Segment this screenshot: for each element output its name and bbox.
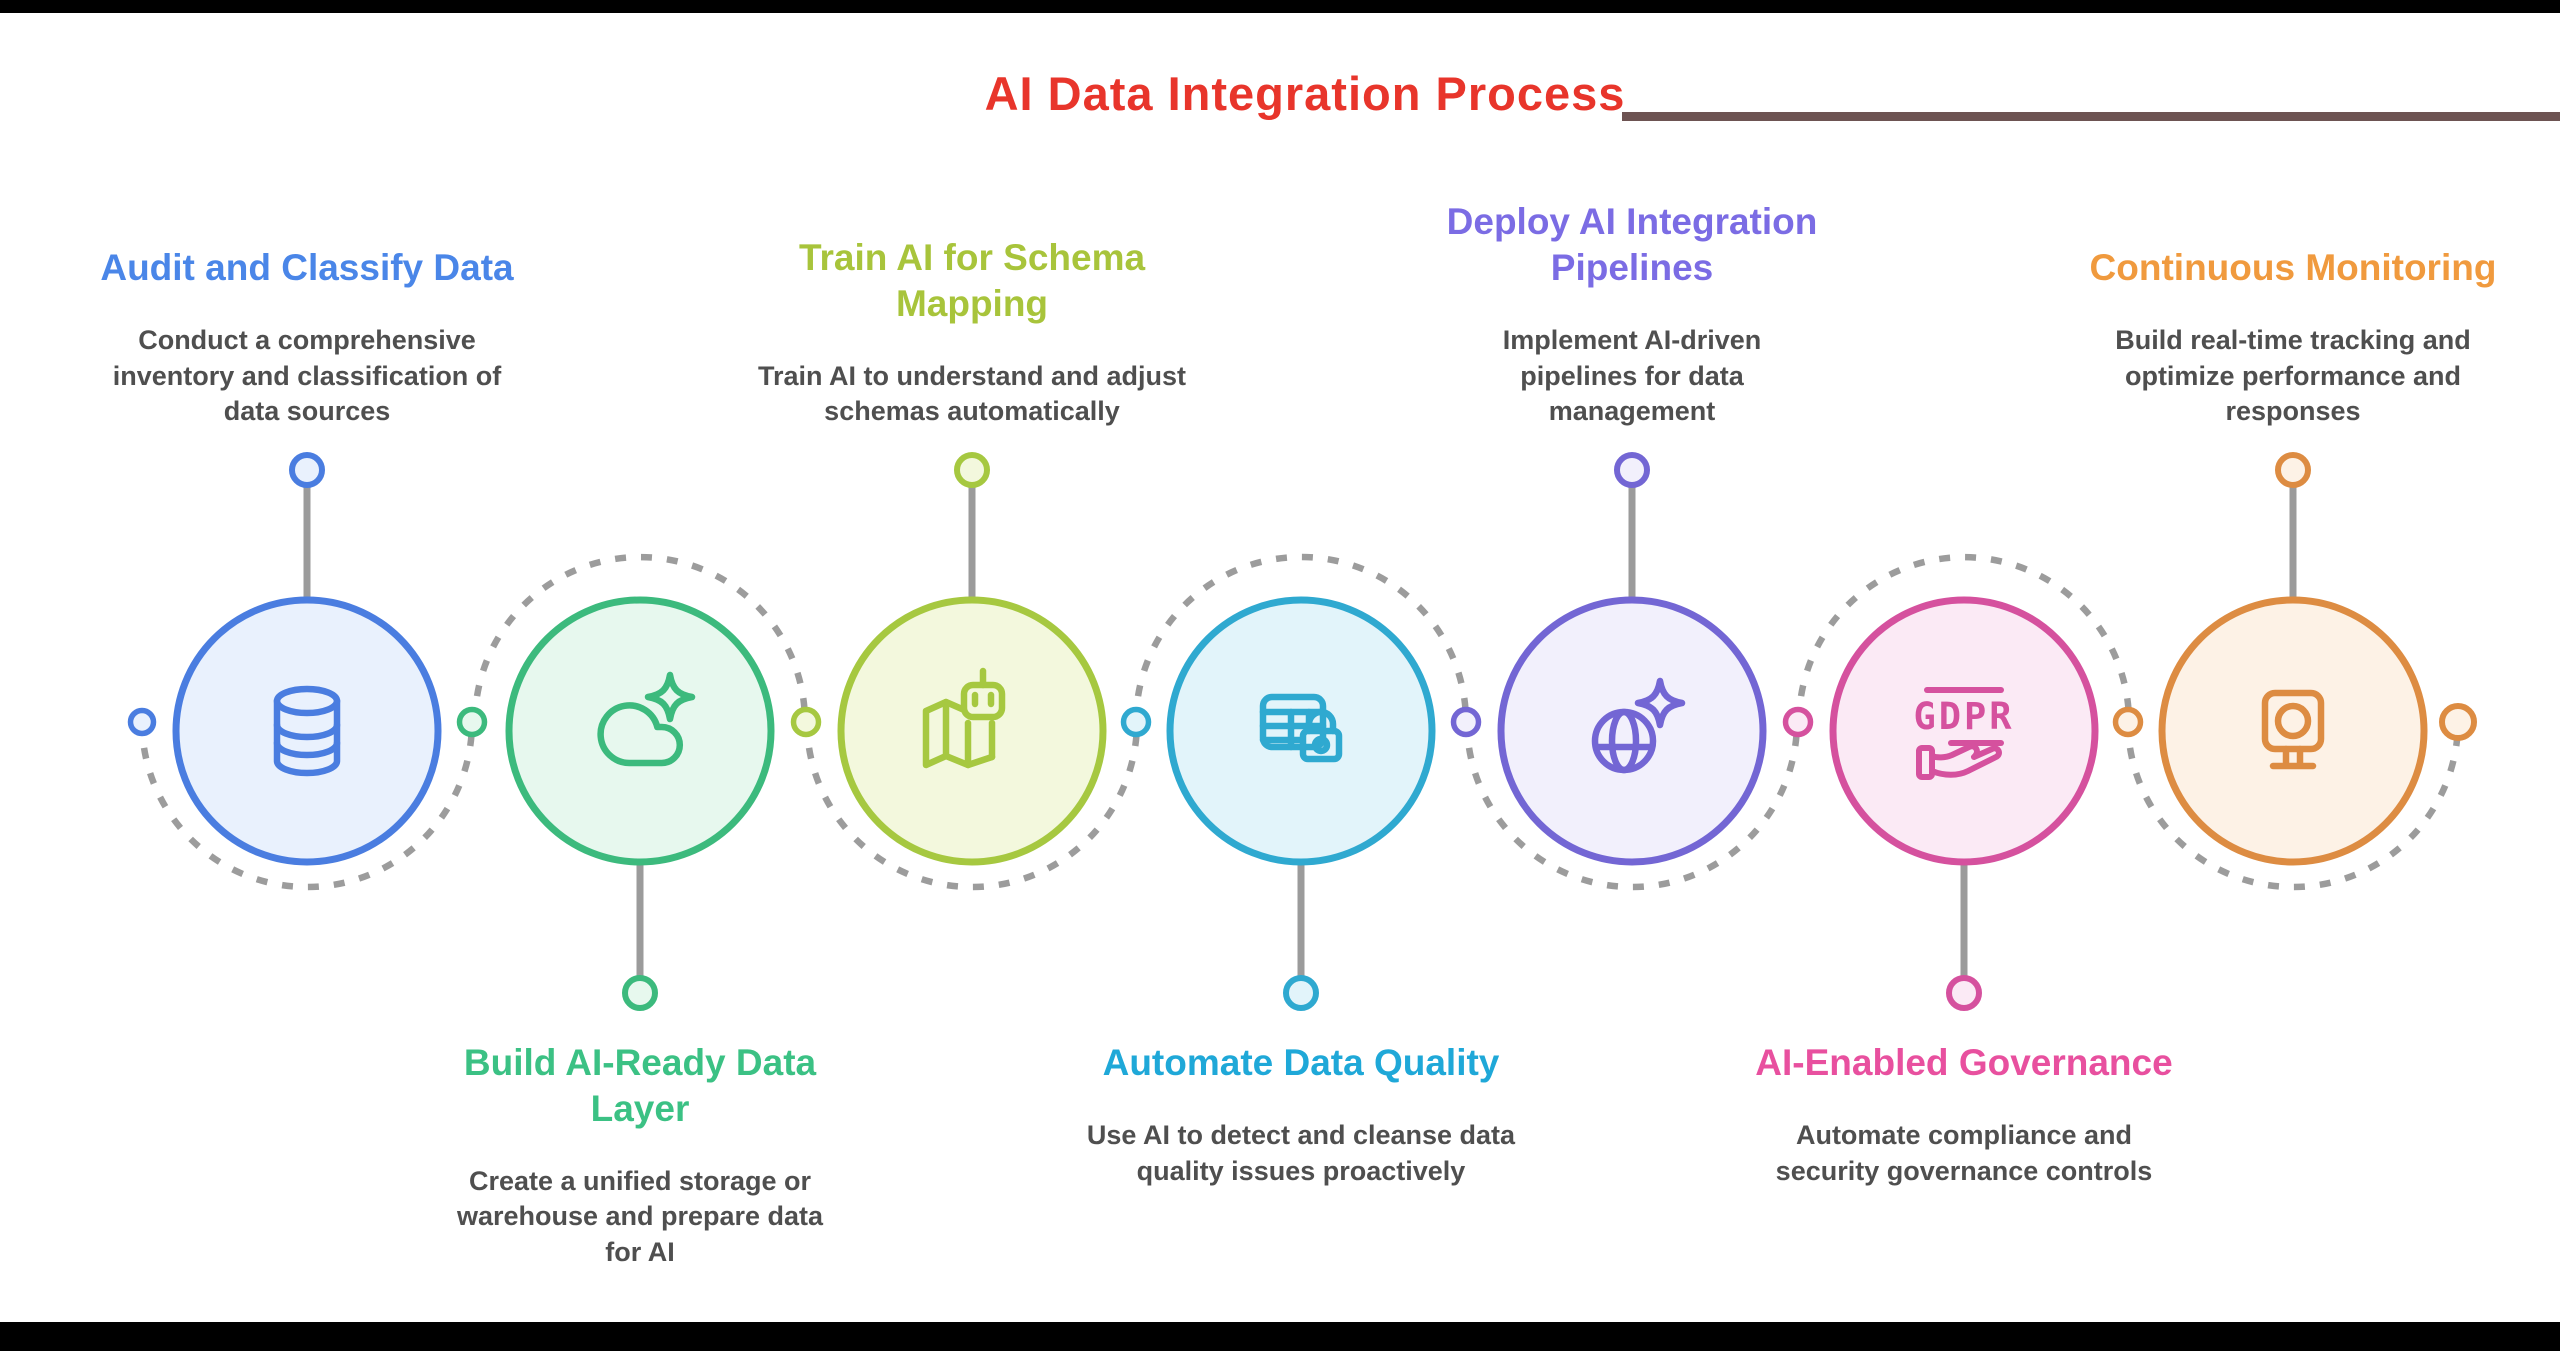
connector-dot <box>456 706 488 738</box>
step-label-5: Deploy AI Integration Pipelines Implemen… <box>1412 199 1852 430</box>
page-title: AI Data Integration Process <box>984 67 1626 120</box>
step-circle-6 <box>1829 596 2099 866</box>
stem-ring <box>622 975 658 1011</box>
gdpr-text: GDPR <box>1913 695 2014 738</box>
stems <box>303 482 2297 981</box>
stem-ring <box>954 452 990 488</box>
step-label-7: Continuous Monitoring Build real-time tr… <box>2063 245 2523 430</box>
step-title: AI-Enabled Governance <box>1755 1042 2173 1083</box>
monitor-icon <box>2261 689 2325 770</box>
step-label-6: AI-Enabled Governance Automate complianc… <box>1744 1040 2184 1189</box>
step-circle-4 <box>1166 596 1436 866</box>
stem-rings <box>289 452 2311 1011</box>
hand-icon <box>1929 743 2002 778</box>
step-title: Automate Data Quality <box>1102 1042 1500 1083</box>
dashed-arc <box>138 721 476 891</box>
globe-sparkle-icon <box>1591 677 1686 774</box>
table-lock-icon <box>1259 693 1343 763</box>
cloud-sparkle-icon <box>597 671 696 767</box>
connector-dots <box>127 703 2477 741</box>
stem-ring <box>2275 452 2311 488</box>
step-description: Use AI to detect and cleanse data qualit… <box>1086 1119 1516 1186</box>
bottom-letterbox-bar <box>0 1322 2560 1351</box>
stem-ring <box>1283 975 1319 1011</box>
step-title: Continuous Monitoring <box>2089 247 2497 289</box>
connector-dot <box>1120 706 1152 738</box>
step-description: Implement AI-driven pipelines for data m… <box>1502 325 1762 427</box>
step-description: Conduct a comprehensive inventory and cl… <box>112 325 502 427</box>
step-description: Train AI to understand and adjust schema… <box>757 360 1187 427</box>
gdpr-hand-icon: GDPR <box>1913 687 2014 780</box>
dashed-arc <box>1132 553 1470 723</box>
connector-dot <box>790 706 822 738</box>
step-circle-7 <box>2158 596 2428 866</box>
connector-dot <box>1450 706 1482 738</box>
step-circle-1 <box>172 596 442 866</box>
dashed-arc <box>1795 553 2133 723</box>
step-circle-2 <box>505 596 775 866</box>
step-label-3: Train AI for Schema Mapping Train AI to … <box>752 235 1192 430</box>
top-letterbox-bar <box>0 0 2560 13</box>
step-title: Train AI for Schema Mapping <box>798 237 1146 324</box>
lock-keyhole <box>1311 735 1331 755</box>
connector-dot <box>127 707 157 737</box>
dashed-arc <box>803 721 1141 891</box>
sparkle-icon <box>644 671 696 723</box>
end-ring <box>2439 703 2477 741</box>
sparkle-icon <box>1634 677 1686 729</box>
step-title: Deploy AI Integration Pipelines <box>1446 201 1818 289</box>
dashed-arc <box>2124 721 2462 891</box>
step-circles <box>172 596 2428 866</box>
dashed-connector-arcs <box>138 553 2462 891</box>
stem-ring <box>1614 452 1650 488</box>
step-title: Build AI-Ready Data Layer <box>463 1042 817 1129</box>
stem-ring <box>289 452 325 488</box>
dashed-arc <box>1463 721 1801 891</box>
step-description: Build real-time tracking and optimize pe… <box>2115 325 2471 427</box>
step-label-1: Audit and Classify Data Conduct a compre… <box>77 245 537 430</box>
step-description: Create a unified storage or warehouse an… <box>456 1165 824 1267</box>
title-divider-line <box>1622 112 2560 121</box>
connector-dot <box>2112 706 2144 738</box>
step-description: Automate compliance and security governa… <box>1775 1119 2153 1186</box>
dashed-arc <box>471 553 809 723</box>
step-circle-3 <box>837 596 1107 866</box>
connector-dot <box>1782 706 1814 738</box>
step-label-4: Automate Data Quality Use AI to detect a… <box>1081 1040 1521 1189</box>
stem-ring <box>1946 975 1982 1011</box>
database-icon <box>273 685 341 777</box>
step-label-2: Build AI-Ready Data Layer Create a unifi… <box>440 1040 840 1271</box>
step-circle-5 <box>1497 596 1767 866</box>
lock-body <box>1299 727 1343 763</box>
step-title: Audit and Classify Data <box>100 247 514 289</box>
map-robot-icon <box>922 667 1006 769</box>
cloud-icon <box>597 702 684 767</box>
lock-shackle <box>1305 708 1337 735</box>
